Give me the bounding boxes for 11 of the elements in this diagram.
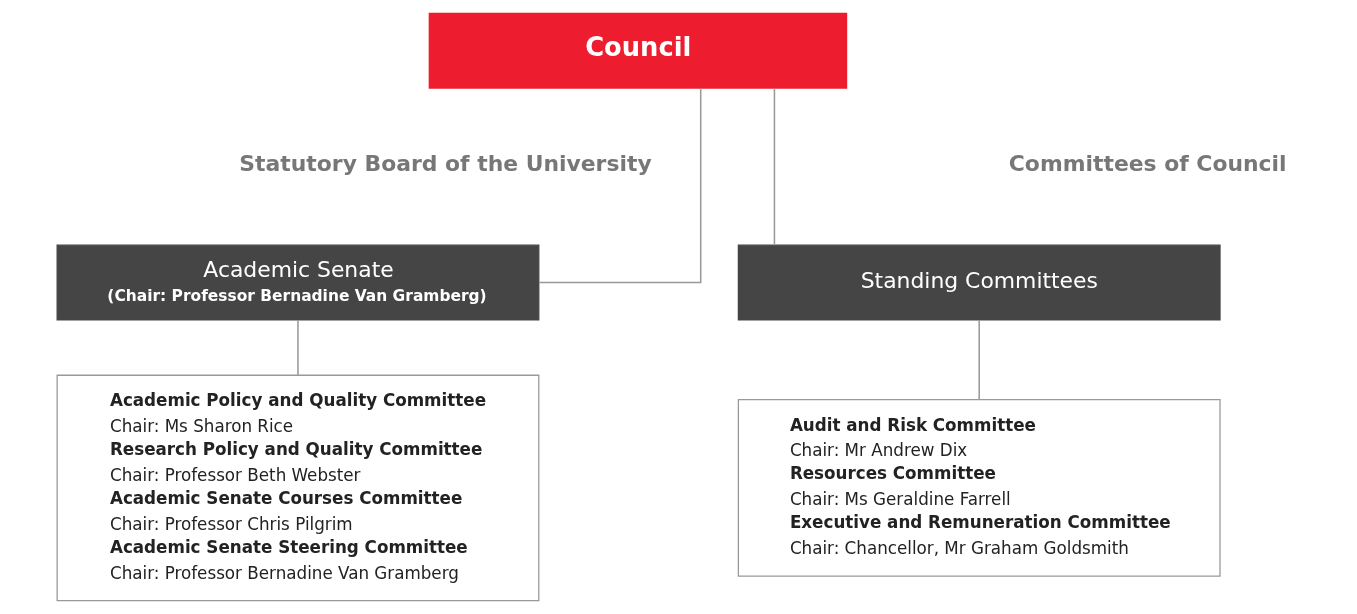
node-box: Audit and Risk Committee Chair: Mr Andrew Dix Resources Committee Chair: Ms Geraldine Farrell Executive and Remuneration Committee Chair: Chancellor, Mr Graham Goldsmith — [737, 399, 1221, 577]
label: Statutory Board of the University — [239, 150, 652, 176]
node-box: Council — [428, 12, 848, 89]
connector — [978, 319, 980, 401]
node-box: Standing Committees — [737, 244, 1221, 321]
node-box: Academic Policy and Quality Committee Chair: Ms Sharon Rice Research Policy and Quality Committee Chair: Professor Beth Webster Academic Senate Courses Committee Chair: Professor Chris Pilgrim Academic Senate Steering Committee Chair: Professor Bernadine Van Gramberg — [56, 374, 540, 602]
connector — [297, 319, 299, 376]
connector — [538, 87, 702, 284]
node-box: Academic Senate (Chair: Professor Bernadine Van Gramberg) — [56, 244, 540, 321]
label: Committees of Council — [1008, 150, 1287, 176]
connector — [773, 87, 776, 246]
